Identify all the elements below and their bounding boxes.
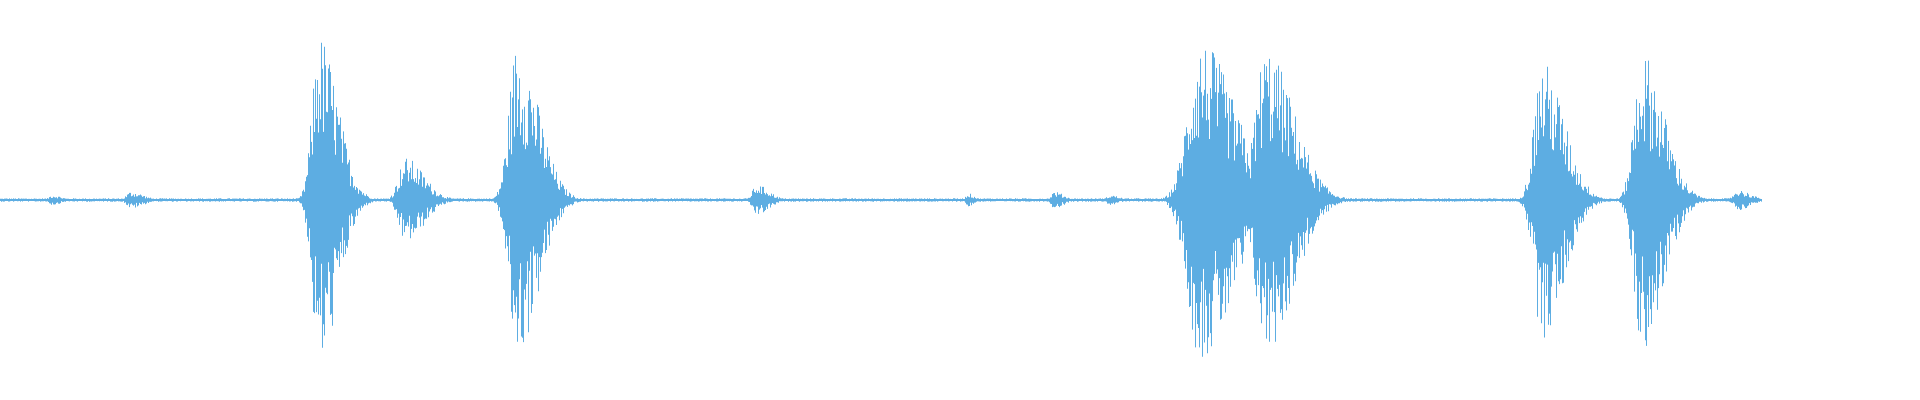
audio-waveform — [0, 42, 1762, 357]
waveform-canvas — [0, 42, 1762, 357]
